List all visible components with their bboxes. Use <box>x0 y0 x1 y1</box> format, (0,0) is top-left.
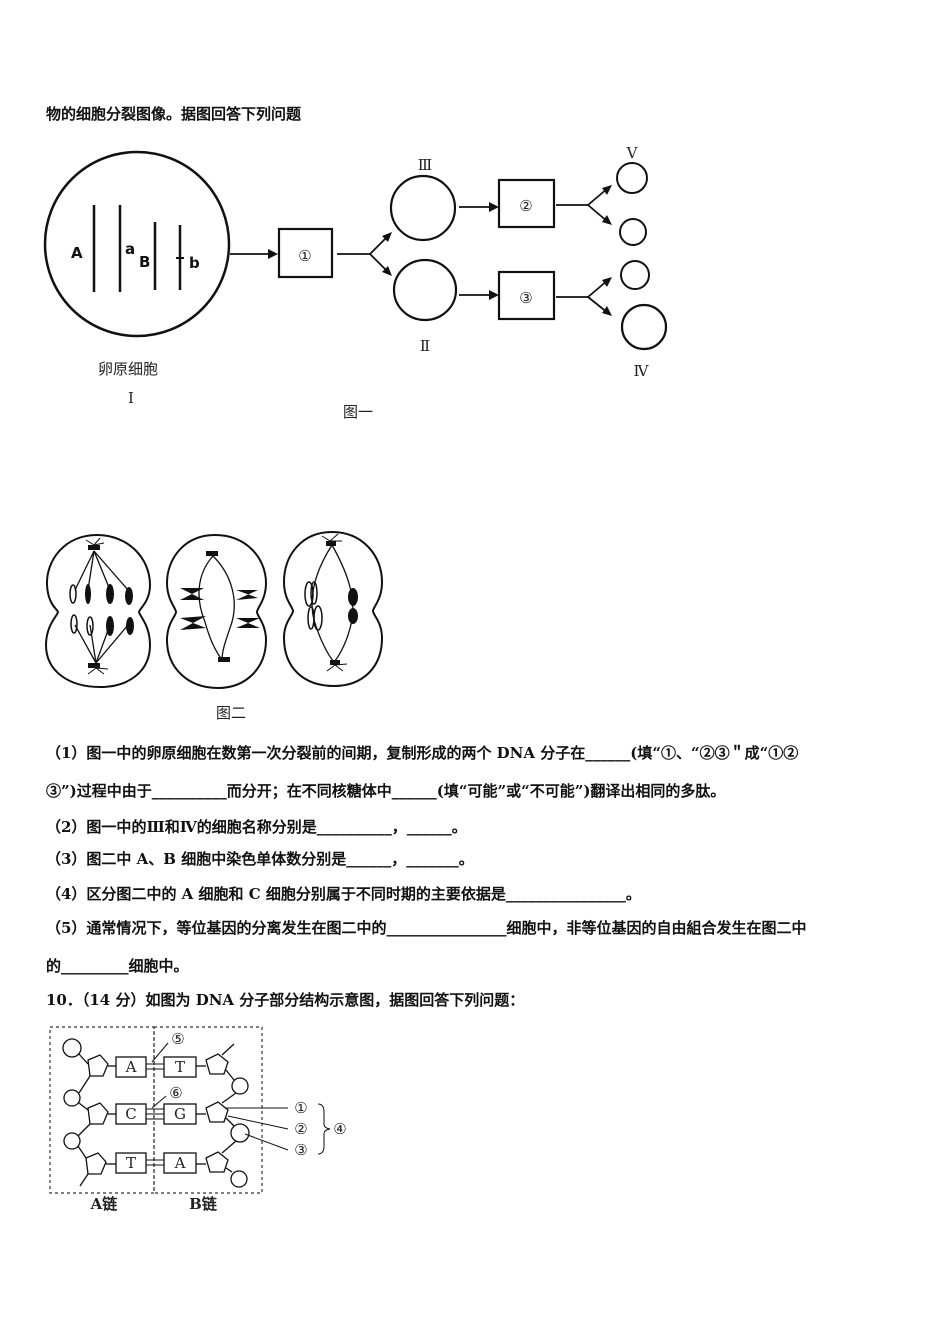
step-box-2 <box>497 178 556 229</box>
cell-V <box>616 162 648 194</box>
figure-1-caption: 图一 <box>343 403 373 421</box>
cell-III <box>389 174 457 242</box>
right-base-3: A <box>174 1154 186 1172</box>
question-10: 10．（14 分）如图为 DNA 分子部分结构示意图，据图回答下列问题： <box>46 991 525 1009</box>
cell-numeral-I: Ⅰ <box>128 389 134 407</box>
question-5-line-1: （5）通常情况下，等位基因的分离发生在图二中的________________细… <box>46 919 807 937</box>
polar-body-1 <box>619 218 647 246</box>
step-3-label: ③ <box>519 289 532 307</box>
numeral-IV: Ⅳ <box>634 362 650 380</box>
marker-3: ③ <box>294 1141 307 1159</box>
figure-3-dna-structure: A C T T G A ⑤ ⑥ ① ② <box>49 1026 347 1213</box>
question-5-line-2: 的_________细胞中。 <box>46 957 189 975</box>
left-base-2: C <box>125 1105 136 1123</box>
numeral-III: Ⅲ <box>418 156 432 174</box>
numeral-II: Ⅱ <box>420 337 430 355</box>
oogonium-cell <box>43 150 231 338</box>
gene-a: a <box>125 240 135 258</box>
step-box-3 <box>497 270 556 321</box>
figure-1-meiosis-diagram: A a B b 卵原细胞 Ⅰ ① Ⅲ Ⅱ ② ③ Ⅴ Ⅳ 图一 <box>43 144 668 421</box>
left-base-3: T <box>126 1154 136 1172</box>
marker-4: ④ <box>333 1120 346 1138</box>
strand-A-label: A链 <box>90 1195 119 1213</box>
marker-2: ② <box>294 1120 307 1138</box>
step-2-label: ② <box>519 197 532 215</box>
right-base-2: G <box>174 1105 186 1123</box>
step-1-label: ① <box>298 247 311 265</box>
gene-b: b <box>189 254 200 272</box>
question-4: （4）区分图二中的 A 细胞和 C 细胞分别属于不同时期的主要依据是______… <box>46 885 641 903</box>
figure-2-caption: 图二 <box>216 704 246 722</box>
marker-5: ⑤ <box>171 1030 184 1048</box>
strand-B-label: B链 <box>189 1195 218 1213</box>
cell-II <box>392 258 458 322</box>
question-1-line-2: ③”)过程中由于__________而分开；在不同核糖体中______(填“可能… <box>46 782 726 800</box>
cell-B-membrane <box>165 533 268 690</box>
cell-name-label: 卵原细胞 <box>98 360 158 378</box>
right-base-1: T <box>175 1058 185 1076</box>
gene-A: A <box>71 244 83 262</box>
cell-A-membrane <box>44 533 152 689</box>
gene-B: B <box>139 253 150 271</box>
marker-6: ⑥ <box>169 1084 182 1102</box>
question-3: （3）图二中 A、B 细胞中染色单体数分别是______，_______。 <box>46 850 474 868</box>
cell-IV <box>620 303 668 351</box>
marker-1: ① <box>294 1099 307 1117</box>
left-base-1: A <box>125 1058 137 1076</box>
polar-body-2 <box>620 260 650 290</box>
figure-2-cell-division-images: 图二 <box>44 530 384 722</box>
question-2: （2）图一中的Ⅲ和Ⅳ的细胞名称分别是__________，______。 <box>46 818 467 836</box>
step-box-1 <box>277 227 334 279</box>
intro-line: 物的细胞分裂图像。据图回答下列问题 <box>46 105 302 123</box>
question-1-line-1: （1）图一中的卵原细胞在数第一次分裂前的间期，复制形成的两个 DNA 分子在__… <box>46 744 799 762</box>
numeral-V: Ⅴ <box>626 144 639 162</box>
cell-C-membrane <box>282 530 384 688</box>
